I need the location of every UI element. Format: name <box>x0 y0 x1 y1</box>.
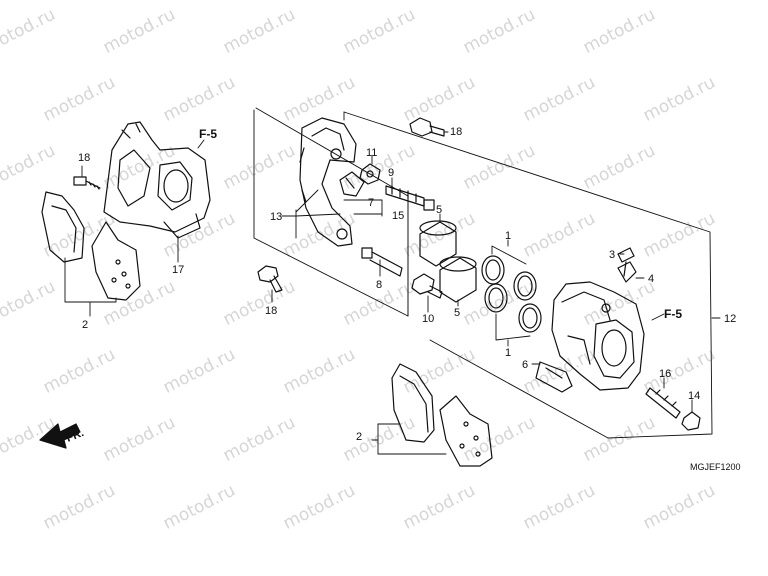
bracket-group-frame <box>253 107 409 317</box>
label-1-upper: 1 <box>505 230 511 242</box>
bolt-10 <box>411 273 443 299</box>
leader-1 <box>491 239 531 347</box>
right-caliper-frame <box>343 111 721 439</box>
callout-f5-right: F-5 <box>664 307 682 321</box>
label-13: 13 <box>270 211 282 223</box>
piston-5-lower <box>439 256 477 303</box>
label-2-left: 2 <box>82 319 88 331</box>
callout-f5-left: F-5 <box>199 127 217 141</box>
label-14: 14 <box>688 390 700 402</box>
left-caliper-body <box>103 121 211 239</box>
label-11: 11 <box>366 147 377 159</box>
diagram-code: MGJEF1200 <box>690 462 741 472</box>
pad-spring-6 <box>535 361 573 393</box>
label-4: 4 <box>648 273 654 285</box>
plug-14 <box>681 411 701 431</box>
front-arrow-icon <box>39 423 81 449</box>
label-7: 7 <box>368 197 374 209</box>
label-17: 17 <box>172 264 184 276</box>
label-6: 6 <box>522 359 528 371</box>
label-18-bottom: 18 <box>265 305 277 317</box>
label-12: 12 <box>724 313 736 325</box>
label-5-upper: 5 <box>436 204 442 216</box>
label-18-top: 18 <box>450 126 462 138</box>
leader-lines-bracket <box>271 131 449 313</box>
label-10: 10 <box>422 313 434 325</box>
brake-pad-bottom-a <box>391 363 435 443</box>
brake-pad-left-a <box>41 191 85 263</box>
pad-spring-7 <box>339 171 365 197</box>
seal-kit-1 <box>481 255 542 333</box>
pin-9 <box>385 185 435 211</box>
pin-8 <box>361 247 403 277</box>
bolt-18-top <box>409 117 445 137</box>
bleeder-cap-4 <box>617 261 637 283</box>
right-caliper-body <box>551 281 645 391</box>
leader-2-bottom <box>371 423 447 455</box>
label-1-lower: 1 <box>505 347 511 359</box>
label-9: 9 <box>388 167 394 179</box>
pin-16 <box>645 387 681 419</box>
label-2-bottom: 2 <box>356 431 362 443</box>
piston-5-upper <box>419 220 457 267</box>
bolt-18-left <box>73 176 101 190</box>
caliper-bracket <box>299 117 357 247</box>
brake-pad-bottom-b <box>439 395 493 467</box>
label-16: 16 <box>659 368 671 380</box>
leader-lines-right <box>531 253 693 413</box>
brake-pad-left-b <box>91 221 141 301</box>
label-15: 15 <box>392 210 404 222</box>
bolt-18-bottom <box>257 265 283 293</box>
nut-11 <box>359 163 381 185</box>
leader-lines-left <box>64 139 205 317</box>
label-18-left: 18 <box>78 152 90 164</box>
label-3: 3 <box>609 249 615 261</box>
label-5-lower: 5 <box>454 307 460 319</box>
leader-5 <box>439 213 459 307</box>
label-8: 8 <box>376 279 382 291</box>
